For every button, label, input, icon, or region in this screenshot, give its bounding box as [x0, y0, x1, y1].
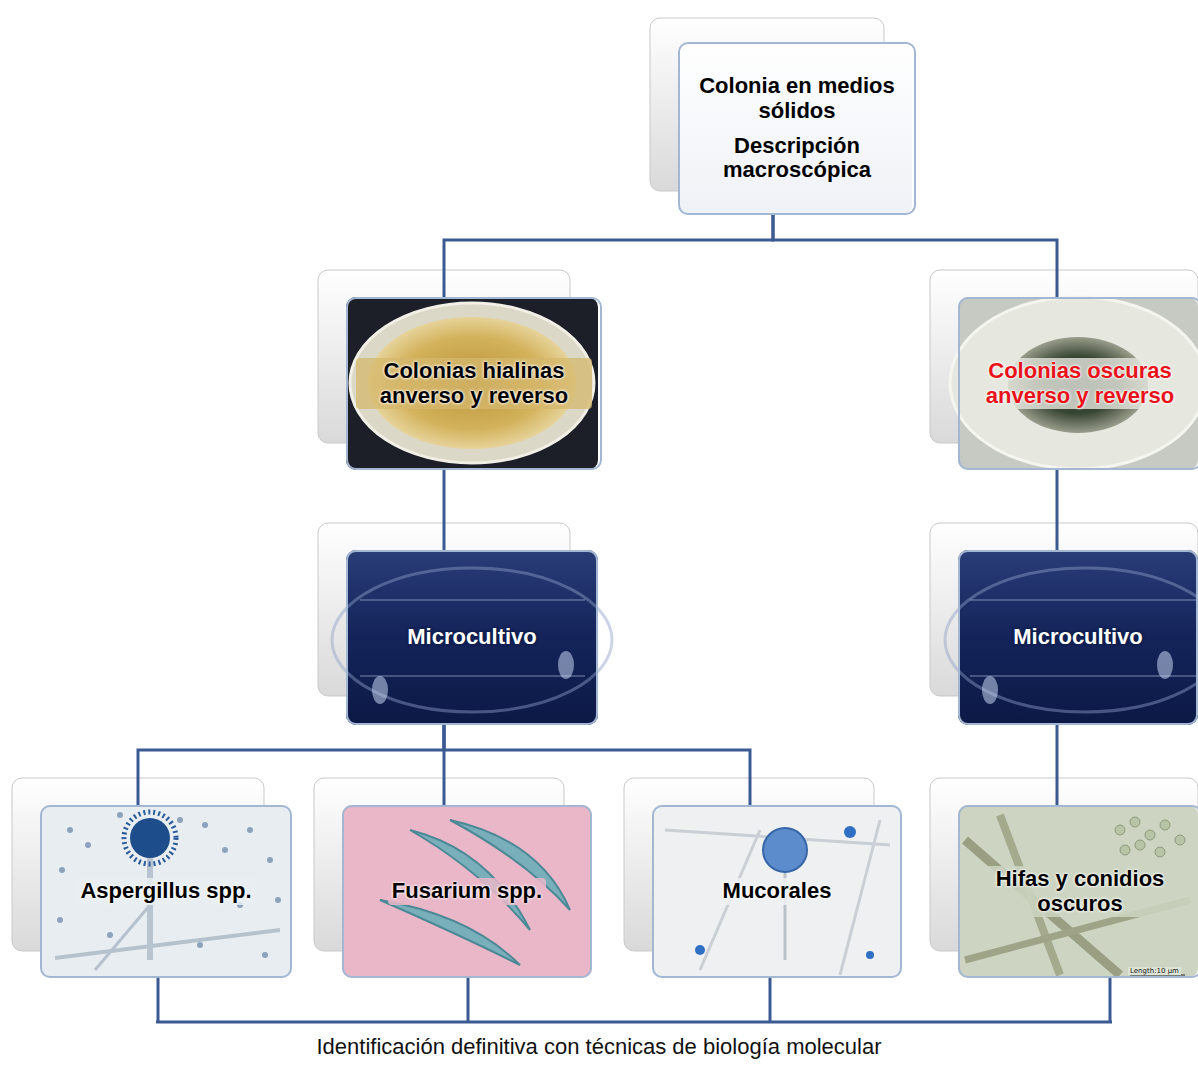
aspergillus-micrograph	[40, 805, 292, 978]
process-box: Colonias oscuras anverso y reverso	[958, 297, 1198, 470]
caption: Identificación definitiva con técnicas d…	[0, 1034, 1198, 1060]
petri-dish-hyaline	[346, 297, 598, 470]
box-label: Aspergillus spp.	[76, 878, 255, 905]
petri-dish-dark	[950, 297, 1198, 470]
process-box: Colonia en medios sólidosDescripción mac…	[678, 42, 916, 215]
box-label: Colonias hialinas anverso y reverso	[356, 358, 592, 409]
connector	[444, 215, 773, 297]
box-label: Descripción macroscópica	[688, 134, 906, 183]
box-label: Microcultivo	[1013, 625, 1143, 650]
microculture-photo	[945, 550, 1198, 725]
box-label: Hifas y conidios oscuros	[968, 866, 1192, 917]
process-box: Mucorales	[652, 805, 902, 978]
connector	[138, 725, 444, 805]
dematiaceous-micrograph	[958, 805, 1198, 978]
connector	[444, 725, 750, 805]
connector	[443, 470, 446, 550]
box-label: Microcultivo	[407, 625, 537, 650]
scale-label: Length:10 µm	[1128, 967, 1181, 975]
microculture-photo	[332, 550, 612, 725]
process-box: Aspergillus spp.	[40, 805, 292, 978]
connector	[773, 215, 1057, 297]
process-box: Fusarium spp.	[342, 805, 592, 978]
box-label: Colonia en medios sólidos	[688, 74, 906, 123]
process-box: Colonias hialinas anverso y reverso	[346, 297, 602, 470]
box-label: Colonias oscuras anverso y reverso	[968, 358, 1192, 409]
process-box: Microcultivo	[958, 550, 1198, 725]
box-label: Mucorales	[719, 878, 836, 905]
box-ground	[678, 42, 912, 215]
bracket	[156, 978, 1112, 1022]
process-box: Microcultivo	[346, 550, 598, 725]
connector	[1056, 470, 1059, 550]
connector	[1056, 725, 1059, 805]
mucorales-micrograph	[652, 805, 902, 978]
box-label: Fusarium spp.	[388, 878, 546, 905]
fusarium-micrograph	[342, 805, 592, 978]
process-box: Hifas y conidios oscuros	[958, 805, 1198, 978]
